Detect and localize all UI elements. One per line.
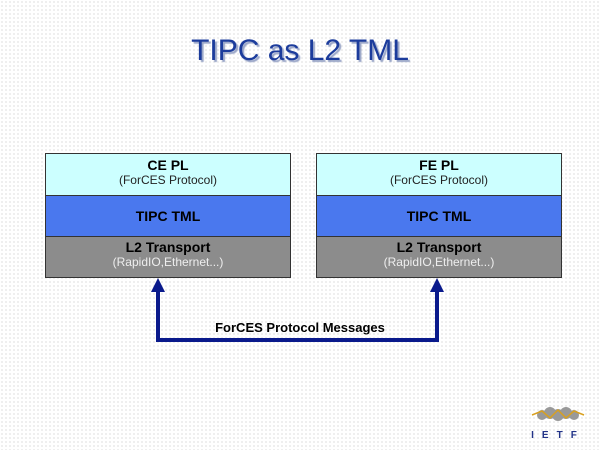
- ce-stack: CE PL(ForCES Protocol) TIPC TML L2 Trans…: [45, 153, 291, 278]
- ietf-logo: IETF: [531, 407, 585, 441]
- ce-pl-label: CE PL: [147, 157, 189, 173]
- fe-tml-layer: TIPC TML: [317, 196, 561, 237]
- fe-l2-layer: L2 Transport(RapidIO,Ethernet...): [317, 237, 561, 277]
- fe-stack: FE PL(ForCES Protocol) TIPC TML L2 Trans…: [316, 153, 562, 278]
- fe-pl-layer: FE PL(ForCES Protocol): [317, 154, 561, 196]
- svg-text:IETF: IETF: [531, 430, 585, 441]
- arrow-label: ForCES Protocol Messages: [215, 320, 385, 335]
- ce-l2-label: L2 Transport: [125, 239, 211, 255]
- ce-pl-layer: CE PL(ForCES Protocol): [46, 154, 290, 196]
- fe-l2-sub: (RapidIO,Ethernet...): [383, 255, 495, 269]
- fe-pl-label: FE PL: [419, 157, 459, 173]
- fe-l2-label: L2 Transport: [396, 239, 482, 255]
- ce-tml-layer: TIPC TML: [46, 196, 290, 237]
- ce-pl-sub: (ForCES Protocol): [118, 173, 218, 187]
- slide-title: TIPC as L2 TML: [191, 34, 409, 67]
- ce-l2-layer: L2 Transport(RapidIO,Ethernet...): [46, 237, 290, 277]
- ce-l2-sub: (RapidIO,Ethernet...): [112, 255, 224, 269]
- fe-pl-sub: (ForCES Protocol): [389, 173, 489, 187]
